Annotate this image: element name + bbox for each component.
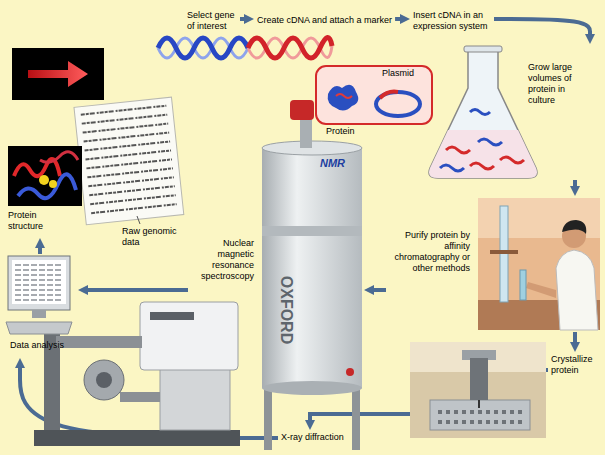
nmr-base	[262, 381, 362, 395]
step-box: Select gene of interest	[184, 8, 240, 34]
nmr-knob	[346, 368, 354, 376]
nmr-magnet	[262, 148, 362, 388]
dna-strand	[158, 38, 248, 58]
part-label: Protein	[326, 126, 355, 137]
step-group: Purify protein by affinity chromatograph…	[386, 196, 602, 332]
data-table	[15, 265, 63, 300]
connector-group	[20, 19, 590, 438]
step-caption: Select gene of interest	[187, 10, 237, 32]
dna-strand	[158, 38, 248, 58]
step-caption: Crystallize protein	[551, 354, 595, 376]
step-box: Insert cDNA in an expression system	[410, 8, 494, 34]
protein-squiggle	[470, 110, 490, 115]
robot-needle	[478, 400, 480, 408]
step-group: Grow large volumes of protein in culture	[430, 44, 602, 180]
crystal-photo	[410, 342, 546, 438]
nmr-leg	[264, 388, 272, 450]
step-box: Create cDNA and attach a marker	[254, 13, 395, 28]
plasmid-insert	[380, 92, 398, 98]
protein-blob	[328, 85, 359, 111]
monitor-stand	[32, 310, 46, 318]
column-clamp	[490, 250, 518, 254]
flow-arrow	[395, 17, 400, 21]
step-group: Nuclear magnetic resonance spectroscopy	[188, 140, 364, 396]
part-label: Raw genomic data	[122, 226, 184, 248]
protein-squiggle	[500, 157, 524, 163]
xray-detector-arm	[120, 392, 160, 402]
nmr-neck	[300, 116, 312, 148]
structure-image	[8, 146, 82, 206]
machine-lettering: NMR	[320, 157, 345, 170]
protein-squiggle	[478, 139, 502, 145]
flow-arrow	[374, 288, 386, 292]
flow-arrow	[573, 332, 577, 342]
step-box: Crystallize protein	[548, 352, 598, 378]
step-caption: Grow large volumes of protein in culture	[528, 62, 580, 106]
nmr-band	[262, 226, 362, 236]
leader-line	[137, 216, 140, 224]
plasmid-ring	[376, 92, 420, 116]
culture-liquid	[429, 130, 537, 178]
genomic-sheet	[74, 97, 184, 225]
computer-screen	[12, 260, 66, 304]
step-caption: Data analysis	[10, 340, 64, 351]
step-caption: X-ray diffraction	[281, 432, 344, 443]
protein-chain	[336, 94, 352, 98]
xray-arm	[56, 336, 142, 348]
xray-panel	[150, 312, 194, 320]
lab-photo	[478, 198, 600, 330]
robot-head	[470, 358, 488, 400]
scientist-arm	[526, 282, 556, 298]
sequence-lines	[81, 106, 177, 213]
part-label: Plasmid	[382, 68, 414, 79]
protein-squiggle	[470, 163, 494, 169]
step-caption: Purify protein by affinity chromatograph…	[386, 230, 470, 274]
flow-arrow	[38, 248, 42, 254]
structure-ligand	[49, 180, 57, 188]
flow-arrow	[88, 288, 188, 292]
step-group: Protein structure	[4, 144, 88, 238]
culture-flask	[429, 50, 537, 178]
test-tube	[520, 270, 526, 300]
structure-ribbon	[40, 152, 78, 162]
step-box: X-ray diffraction	[278, 430, 347, 445]
step-caption: Insert cDNA in an expression system	[413, 10, 491, 32]
scientist-hair	[562, 220, 586, 234]
protein-squiggle	[440, 165, 464, 171]
structure-ribbon	[18, 174, 76, 198]
expression-box	[316, 66, 432, 124]
crystal-plate	[430, 400, 530, 430]
step-caption: Create cDNA and attach a marker	[257, 15, 392, 26]
plate-wells	[438, 412, 524, 422]
flow-arrow	[573, 180, 577, 186]
goniometer-hub	[96, 372, 112, 388]
flow-arrow	[240, 17, 244, 21]
black-panel	[12, 48, 104, 100]
computer-monitor	[8, 256, 70, 310]
nmr-leg	[352, 388, 360, 450]
keyboard	[6, 322, 72, 334]
structure-ligand	[39, 175, 49, 185]
xray-base	[34, 430, 240, 446]
goniometer	[84, 360, 124, 400]
dna-strand	[248, 37, 332, 58]
xray-housing	[140, 302, 238, 370]
xray-pedestal	[160, 368, 230, 430]
machine-lettering: OXFORD	[277, 276, 295, 344]
sheet-paper	[74, 97, 184, 225]
flask-rim	[464, 46, 502, 52]
nmr-cap	[290, 100, 314, 120]
red-arrow	[28, 61, 88, 87]
dna-strand	[248, 38, 332, 58]
protein-squiggle	[446, 147, 470, 153]
step-caption: Nuclear magnetic resonance spectroscopy	[190, 238, 254, 282]
lab-coat	[556, 250, 598, 330]
step-group: Data analysis	[4, 254, 78, 358]
flow-arrow	[494, 19, 590, 34]
step-caption: Protein structure	[8, 210, 54, 232]
